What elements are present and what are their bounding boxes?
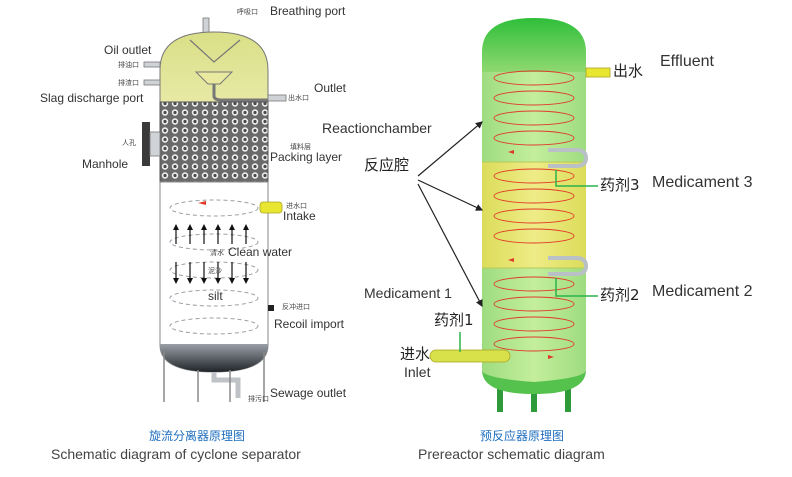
cyclone-top-dome [159,31,269,103]
silt-cn: 泥沙 [208,268,222,275]
inlet-pipe [429,349,511,363]
cyclone-caption-en: Schematic diagram of cyclone separator [51,446,301,462]
reaction-chamber-label: Reactionchamber [322,120,432,136]
slag-port-label: Slag discharge port [40,91,144,105]
clean-water-label: Clean water [228,245,293,259]
recoil-port [268,305,274,311]
downflow-heads [173,278,249,284]
medicament2-cn: 药剂2 [600,286,640,304]
outlet-label: Outlet [314,81,347,95]
medicament2-line [555,278,598,297]
sludge-zone [160,344,268,372]
medicament3-cn: 药剂3 [600,176,640,194]
intake-label: Intake [283,209,316,223]
cyclone-legs [163,352,265,402]
prereactor [417,18,611,412]
medicament1-label: Medicament 1 [364,285,452,301]
intake-pipe [259,201,283,214]
breathing-port-label: Breathing port [270,4,346,18]
cyclone-separator [142,17,287,402]
downflow-arrows [175,262,247,280]
outlet-cn: 出水口 [288,95,309,102]
reactor-coils [493,70,575,352]
manhole-neck [149,131,161,157]
effluent-label: Effluent [660,53,714,70]
slag-port-pipe [143,79,161,86]
manhole-cn: 人孔 [122,140,136,147]
packing-label: Packing layer [270,150,343,164]
effluent-cn: 出水 [613,62,644,80]
oil-outlet-pipe [143,61,161,68]
outlet-pipe-inner [212,84,268,102]
medicament3-line [555,170,598,187]
clean-water-cn: 清水 [210,250,224,257]
manhole-flange [142,122,150,166]
sewage-label: Sewage outlet [270,386,347,400]
reaction-pointers [417,121,484,308]
medicament1-cn: 药剂1 [434,311,474,329]
medicament2-utube [548,256,589,276]
recoil-label: Recoil import [274,317,345,331]
slag-port-cn: 排渣口 [118,80,139,87]
sewage-cn: 排污口 [248,396,269,403]
packing-cn: 填料层 [290,144,311,151]
oil-outlet-cn: 排油口 [118,62,139,69]
cyclone-swirls [169,199,259,335]
swirl-arrow [198,201,206,205]
cyclone-cup [194,71,234,85]
inlet-cn: 进水 [400,345,431,363]
reactor-dome [482,18,586,72]
medicament3-label: Medicament 3 [652,174,753,191]
intake-cn: 进水口 [286,203,307,210]
coil-arrows [508,150,554,359]
reactor-middle-section [482,162,586,268]
inlet-label: Inlet [404,364,431,380]
manhole-label: Manhole [82,157,129,171]
prereactor-caption-cn: 预反应器原理图 [480,429,565,443]
oil-outlet-label: Oil outlet [104,43,152,57]
prereactor-caption-en: Prereactor schematic diagram [418,446,605,462]
upflow-heads [173,224,249,230]
cyclone-caption-cn: 旋流分离器原理图 [149,429,246,443]
medicament3-utube [548,148,589,168]
sewage-pipe [211,372,241,398]
breathing-port-cn: 呼吸口 [237,9,258,16]
reaction-chamber-cn: 反应腔 [364,156,410,174]
cyclone-funnel [189,39,241,63]
effluent-pipe [585,67,611,78]
upflow-arrows [175,228,247,244]
medicament2-label: Medicament 2 [652,283,753,300]
recoil-cn: 反冲进口 [282,304,310,311]
outlet-pipe [267,94,287,102]
packing-layer [159,101,269,183]
reactor-bottom-shade [482,370,586,394]
silt-label: silt [208,289,223,303]
